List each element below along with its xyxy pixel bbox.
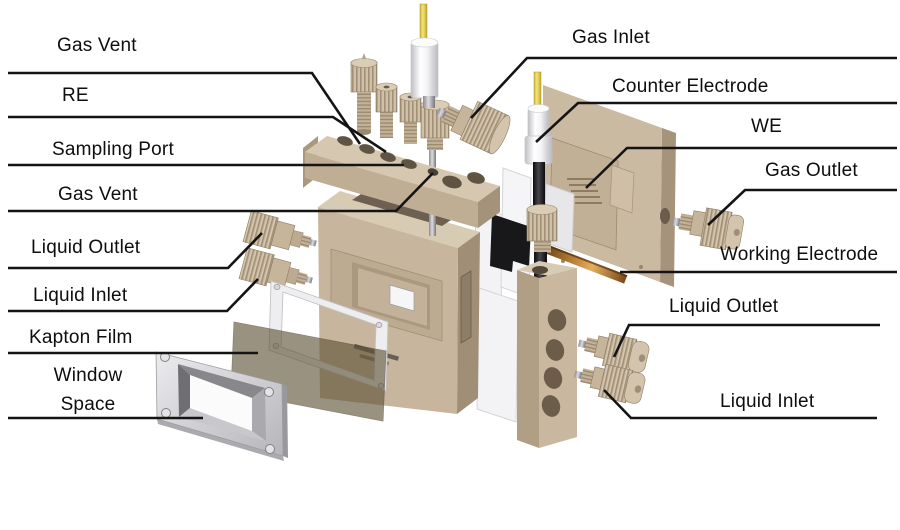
fitting-nipple — [436, 107, 447, 119]
ce-plate-side-port-hole — [660, 208, 670, 224]
label-liquid-inlet-right: Liquid Inlet — [720, 391, 815, 412]
copper-strip-edge — [538, 241, 628, 278]
frame-bevel-left — [178, 364, 190, 417]
fitting-nub — [638, 354, 646, 362]
sealing-fitting — [375, 82, 398, 138]
ce-black-rod-upper — [533, 162, 545, 214]
working-electrode-strip — [536, 241, 628, 284]
leader-gas-vent-mid — [8, 172, 434, 213]
re-metal-collar — [423, 96, 435, 108]
top-cover-plate — [303, 136, 500, 228]
fitting-nub — [634, 385, 642, 393]
fitting-nipple — [309, 239, 317, 247]
label-gas-vent-mid: Gas Vent — [58, 184, 138, 205]
body-aperture — [389, 284, 415, 312]
ce-plate-top-face — [543, 85, 676, 133]
fitting-thread — [584, 337, 598, 354]
re-white-body — [410, 41, 439, 99]
block-rod-port — [532, 266, 548, 274]
gas-inlet-fitting — [436, 100, 511, 155]
frame-right-edge — [282, 384, 288, 458]
fitting-nipple — [305, 276, 313, 284]
ce-nut-thread — [534, 241, 551, 253]
leader-liquid-outlet-left — [8, 232, 263, 270]
ce-nut-top — [526, 204, 558, 215]
fitting-thread — [580, 368, 594, 385]
label-working-electrode: Working Electrode — [720, 244, 879, 265]
plate-front-face — [305, 152, 478, 228]
window-frame — [155, 351, 288, 461]
label-liquid-outlet-right: Liquid Outlet — [669, 296, 779, 317]
leader-gas-inlet — [470, 56, 897, 119]
plate-right-face — [478, 186, 500, 228]
fitting-nub — [733, 228, 740, 236]
leader-we — [585, 146, 897, 189]
leader-lines — [8, 56, 897, 420]
body-top-face — [318, 191, 480, 248]
frame-bevel-top — [178, 364, 265, 398]
fitting-end-cap — [488, 115, 511, 155]
fitting-thread — [295, 271, 308, 285]
fitting-thread — [678, 213, 694, 232]
label-gas-vent-top: Gas Vent — [57, 35, 137, 56]
fitting-thread — [299, 234, 312, 248]
block-port-holes — [541, 309, 567, 417]
label-kapton-film: Kapton Film — [29, 327, 133, 348]
leader-re — [8, 115, 387, 154]
body-top-slot — [352, 194, 451, 226]
sealing-fitting — [399, 92, 422, 144]
label-liquid-inlet-left: Liquid Inlet — [33, 285, 128, 306]
leader-liquid-inlet-left — [8, 278, 259, 313]
liquid-outlet-fitting-left — [242, 210, 317, 251]
label-gas-outlet: Gas Outlet — [765, 160, 858, 181]
frame-corner-screws — [160, 352, 275, 454]
flow-channel-block — [517, 261, 577, 448]
counter-electrode-assembly — [524, 71, 558, 278]
black-gasket — [490, 214, 531, 272]
serpentine-flow-channel — [567, 178, 602, 204]
frame-bevel-bottom — [179, 408, 266, 441]
leader-liquid-outlet-right — [612, 323, 880, 358]
label-sampling-port: Sampling Port — [52, 139, 174, 160]
fitting-nipple — [573, 370, 583, 380]
label-re: RE — [62, 85, 89, 106]
leader-counter-electrode — [535, 101, 897, 143]
plate-port-holes — [337, 136, 485, 189]
ce-plate-side-face — [660, 128, 676, 287]
liquid-inlet-fitting-right — [573, 363, 646, 404]
copper-strip — [536, 241, 628, 284]
label-gas-inlet: Gas Inlet — [572, 27, 650, 48]
liquid-outlet-fitting-right — [577, 332, 650, 373]
reference-electrode — [410, 3, 439, 108]
leader-liquid-inlet-right — [603, 389, 877, 420]
ce-plate-raised-block — [609, 164, 635, 214]
white-sheet-lower — [476, 287, 519, 423]
fitting-end-cap — [624, 371, 646, 404]
leader-gas-outlet — [707, 188, 897, 226]
sealing-fitting — [350, 53, 378, 135]
label-we: WE — [751, 116, 783, 137]
fitting-thread — [441, 105, 461, 128]
gas-outlet-fitting — [672, 207, 745, 251]
fitting-nipple — [577, 339, 587, 349]
frame-window-opening — [190, 375, 252, 431]
fitting-nipple — [672, 217, 681, 227]
block-left-face — [517, 270, 539, 448]
frame-bottom-edge — [157, 419, 284, 461]
body-side-slot — [460, 270, 472, 344]
leader-gas-vent-top — [8, 71, 362, 145]
label-counter-electrode: Counter Electrode — [612, 76, 769, 97]
ce-plate-screw-hole — [639, 265, 643, 269]
liquid-inlet-fitting-left — [238, 247, 313, 288]
ce-body-top — [527, 104, 550, 113]
re-body-top — [410, 37, 439, 48]
label-liquid-outlet-left: Liquid Outlet — [31, 237, 141, 258]
label-window-space: Window Space — [53, 365, 123, 415]
frame-bevel-right — [252, 388, 266, 441]
